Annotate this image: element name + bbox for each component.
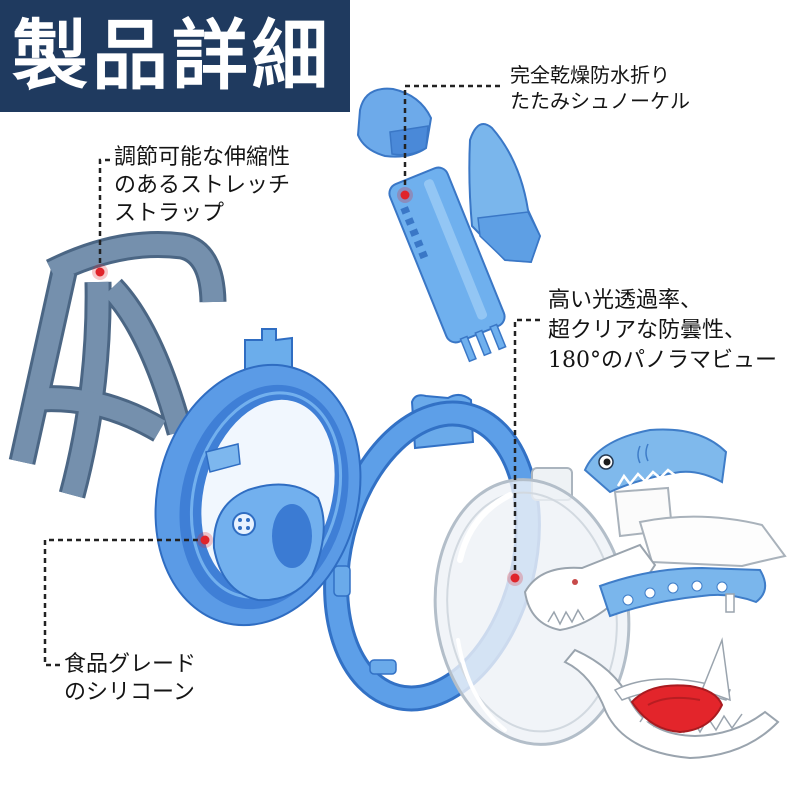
snorkel-vent-slot xyxy=(409,228,420,237)
shark-upper-plate xyxy=(638,515,787,568)
shark-gill xyxy=(645,443,649,462)
shark-tooth xyxy=(691,580,703,592)
snorkel-tube xyxy=(388,166,507,363)
shark-tongue-shade xyxy=(647,696,701,706)
snorkel-tube-highlight xyxy=(423,179,488,320)
snorkel-vent-slot xyxy=(404,217,415,226)
callout-strap-line: ストラップ xyxy=(114,201,225,226)
shark-snout-teeth xyxy=(547,608,585,626)
callout-silicone-line: 食品グレード xyxy=(64,652,197,677)
shark-tongue xyxy=(630,684,724,734)
page-title: 製品詳細 xyxy=(12,11,332,100)
marker-dot-snorkel xyxy=(400,190,410,200)
shark-head-teeth xyxy=(616,468,677,487)
leader-line-snorkel xyxy=(403,84,500,188)
callout-snorkel-line: 完全乾燥防水折り xyxy=(510,63,670,87)
shark-pin xyxy=(725,593,735,613)
snorkel-tube-prong xyxy=(459,335,477,363)
strap-band xyxy=(61,281,109,498)
shark-tooth xyxy=(644,587,656,599)
shark-pupil xyxy=(603,458,611,466)
marker-dot-strap xyxy=(95,267,105,277)
mouth-cup-interior xyxy=(272,504,312,568)
folding-snorkel xyxy=(356,87,542,363)
marker-dot-silicone xyxy=(200,535,210,545)
callout-lens-line: 超クリアな防曇性、 xyxy=(548,318,747,343)
shark-tooth xyxy=(622,594,634,606)
valve-hole xyxy=(238,526,242,530)
valve-hole xyxy=(246,518,250,522)
callout-strap-line: 調節可能な伸縮性 xyxy=(114,145,291,170)
callout-silicone-line: のシリコーン xyxy=(64,680,195,705)
leader-line-lens xyxy=(513,318,540,570)
callout-snorkel-line: たたみシュノーケル xyxy=(510,89,690,113)
mask-side-clip xyxy=(205,443,241,473)
leader-line-strap xyxy=(98,158,110,265)
callout-lens-line: 180°のパノラマビュー xyxy=(548,348,777,373)
shark-tooth xyxy=(716,581,728,593)
shark-gill xyxy=(637,445,641,464)
valve-hole xyxy=(246,526,250,530)
strap-band xyxy=(104,280,191,435)
snorkel-vent-slot xyxy=(400,206,411,215)
shark-decoration xyxy=(523,428,787,760)
mask-inner-ridge xyxy=(189,391,343,599)
callout-strap: 調節可能な伸縮性 のあるストレッチ ストラップ xyxy=(114,144,290,228)
strap-band xyxy=(47,234,224,303)
snorkel-cap-opening xyxy=(389,125,429,156)
snorkel-vent-slot xyxy=(418,250,429,260)
shark-head xyxy=(583,428,728,494)
strap-band xyxy=(26,388,166,440)
shark-fin-base xyxy=(477,211,541,263)
shark-gum-band xyxy=(598,566,767,618)
snorkel-tube-prong xyxy=(474,329,492,357)
title-banner: 製品詳細 xyxy=(0,0,350,112)
callout-snorkel: 完全乾燥防水折り たたみシュノーケル xyxy=(510,62,690,114)
silicone-mask-skirt xyxy=(154,328,362,627)
callout-lens-line: 高い光透過率、 xyxy=(548,288,703,313)
snorkel-vent-slot xyxy=(413,239,424,249)
lens-highlight xyxy=(456,638,507,732)
callout-silicone: 食品グレード のシリコーン xyxy=(64,651,196,707)
callout-lens: 高い光透過率、 超クリアな防曇性、 180°のパノラマビュー xyxy=(548,286,777,376)
frame-ring-clip xyxy=(369,659,397,675)
lens-highlight xyxy=(457,492,513,563)
shark-nostril xyxy=(572,579,578,585)
valve-hole xyxy=(238,518,242,522)
callout-strap-line: のあるストレッチ xyxy=(114,173,291,198)
frame-ring-clip xyxy=(333,565,351,597)
shark-spike xyxy=(701,637,731,702)
leader-line-silicone xyxy=(43,538,198,667)
shark-lower-jaw xyxy=(563,648,780,760)
snorkel-tube-prong xyxy=(489,323,507,351)
marker-dot-lens xyxy=(510,573,520,583)
exhale-valve xyxy=(232,512,256,536)
stretch-strap xyxy=(8,231,227,499)
strap-band xyxy=(11,269,75,465)
shark-tooth xyxy=(667,582,679,594)
